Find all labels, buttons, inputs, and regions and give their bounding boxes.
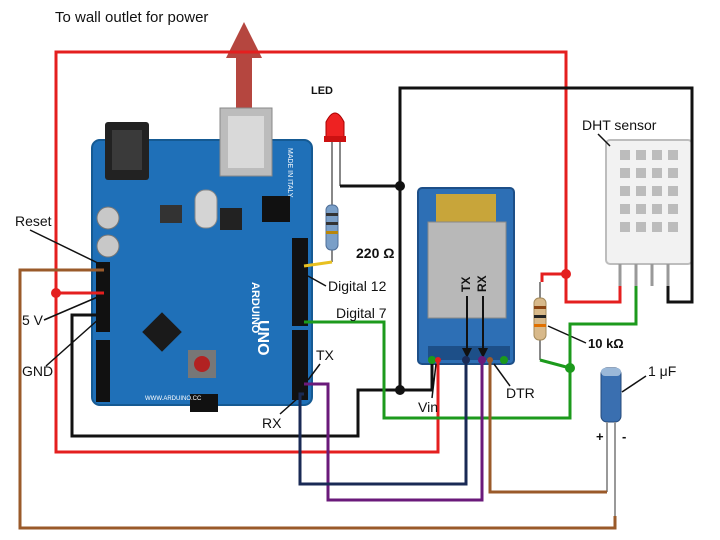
digital-12-pointer [307,275,327,287]
analog-header [96,340,110,402]
wire-gnd-top [398,86,694,390]
digital-7-label: Digital 7 [336,305,387,321]
junction-5v [51,288,61,298]
resistor-10k [533,282,547,360]
five-v-pointer [43,295,101,321]
board-brand: ARDUINO [249,282,261,334]
bt-antenna [436,194,496,222]
wire-dtr [488,360,607,494]
reset-label: Reset [15,213,52,229]
bt-tx-label: TX [459,277,473,292]
icsp-header [262,196,290,222]
led-label: LED [311,85,333,97]
vin-pointer [431,363,437,399]
dht-sensor-label: DHT sensor [582,117,657,133]
wire-digital-7 [304,286,638,420]
main-chip [142,312,182,352]
bt-pins [428,356,508,364]
tx-label: TX [316,347,335,363]
board-capacitor [96,234,120,258]
dht-label-pointer [597,133,611,147]
wire-tx [304,360,484,502]
rx-label: RX [262,415,282,431]
resistor-10k-label: 10 kΩ [588,336,624,351]
reset-pointer [29,229,105,267]
capacitor-1uf [600,367,622,516]
five-v-label: 5 V [22,312,44,328]
power-arrow [226,22,262,108]
vin-label: Vin [418,399,438,415]
rx-pointer [279,397,299,415]
wire-gnd [70,313,434,438]
gnd-pointer [45,317,101,367]
icsp-header-bottom [190,394,218,412]
junction-data [565,363,575,373]
capacitor-plus-label: + [596,429,604,444]
junction-gnd-led [395,181,405,191]
board-made-in: MADE IN ITALY [286,148,293,198]
resistor-220-label: 220 Ω [356,245,394,261]
gnd-label: GND [22,363,53,379]
wire-5v-bottom [54,293,440,454]
junction-gnd-bt [395,385,405,395]
crystal [194,189,218,229]
power-note-label: To wall outlet for power [55,9,208,26]
arduino-board: ARDUINO UNO MADE IN ITALY WWW.ARDUINO.CC [91,107,313,412]
junction-5v-dht [561,269,571,279]
capacitor-pointer [621,375,647,393]
capacitor-minus-label: - [622,429,626,444]
bt-rx-label: RX [475,275,489,292]
board-model: UNO [254,320,271,356]
dht-sensor [605,139,693,286]
bt-pin-arrows [462,296,488,358]
wire-5v-dht [564,274,622,304]
board-website: WWW.ARDUINO.CC [145,396,202,402]
wire-rx [298,360,468,486]
capacitor-label: 1 μF [648,363,676,379]
resistor-220 [325,200,339,262]
dtr-pointer [493,363,511,387]
led [324,112,346,200]
digital-header-top [292,238,308,326]
digital-12-label: Digital 12 [328,278,387,294]
wire-10k-green [539,358,571,370]
usb-chip [220,208,242,230]
resistor-10k-pointer [547,325,587,344]
regulator-chip [160,205,182,223]
digital-header-bottom [292,330,308,400]
dtr-label: DTR [506,385,535,401]
board-capacitor [96,206,120,230]
wire-digital-12 [303,260,333,268]
wire-reset [18,268,617,530]
tx-pointer [307,363,321,381]
